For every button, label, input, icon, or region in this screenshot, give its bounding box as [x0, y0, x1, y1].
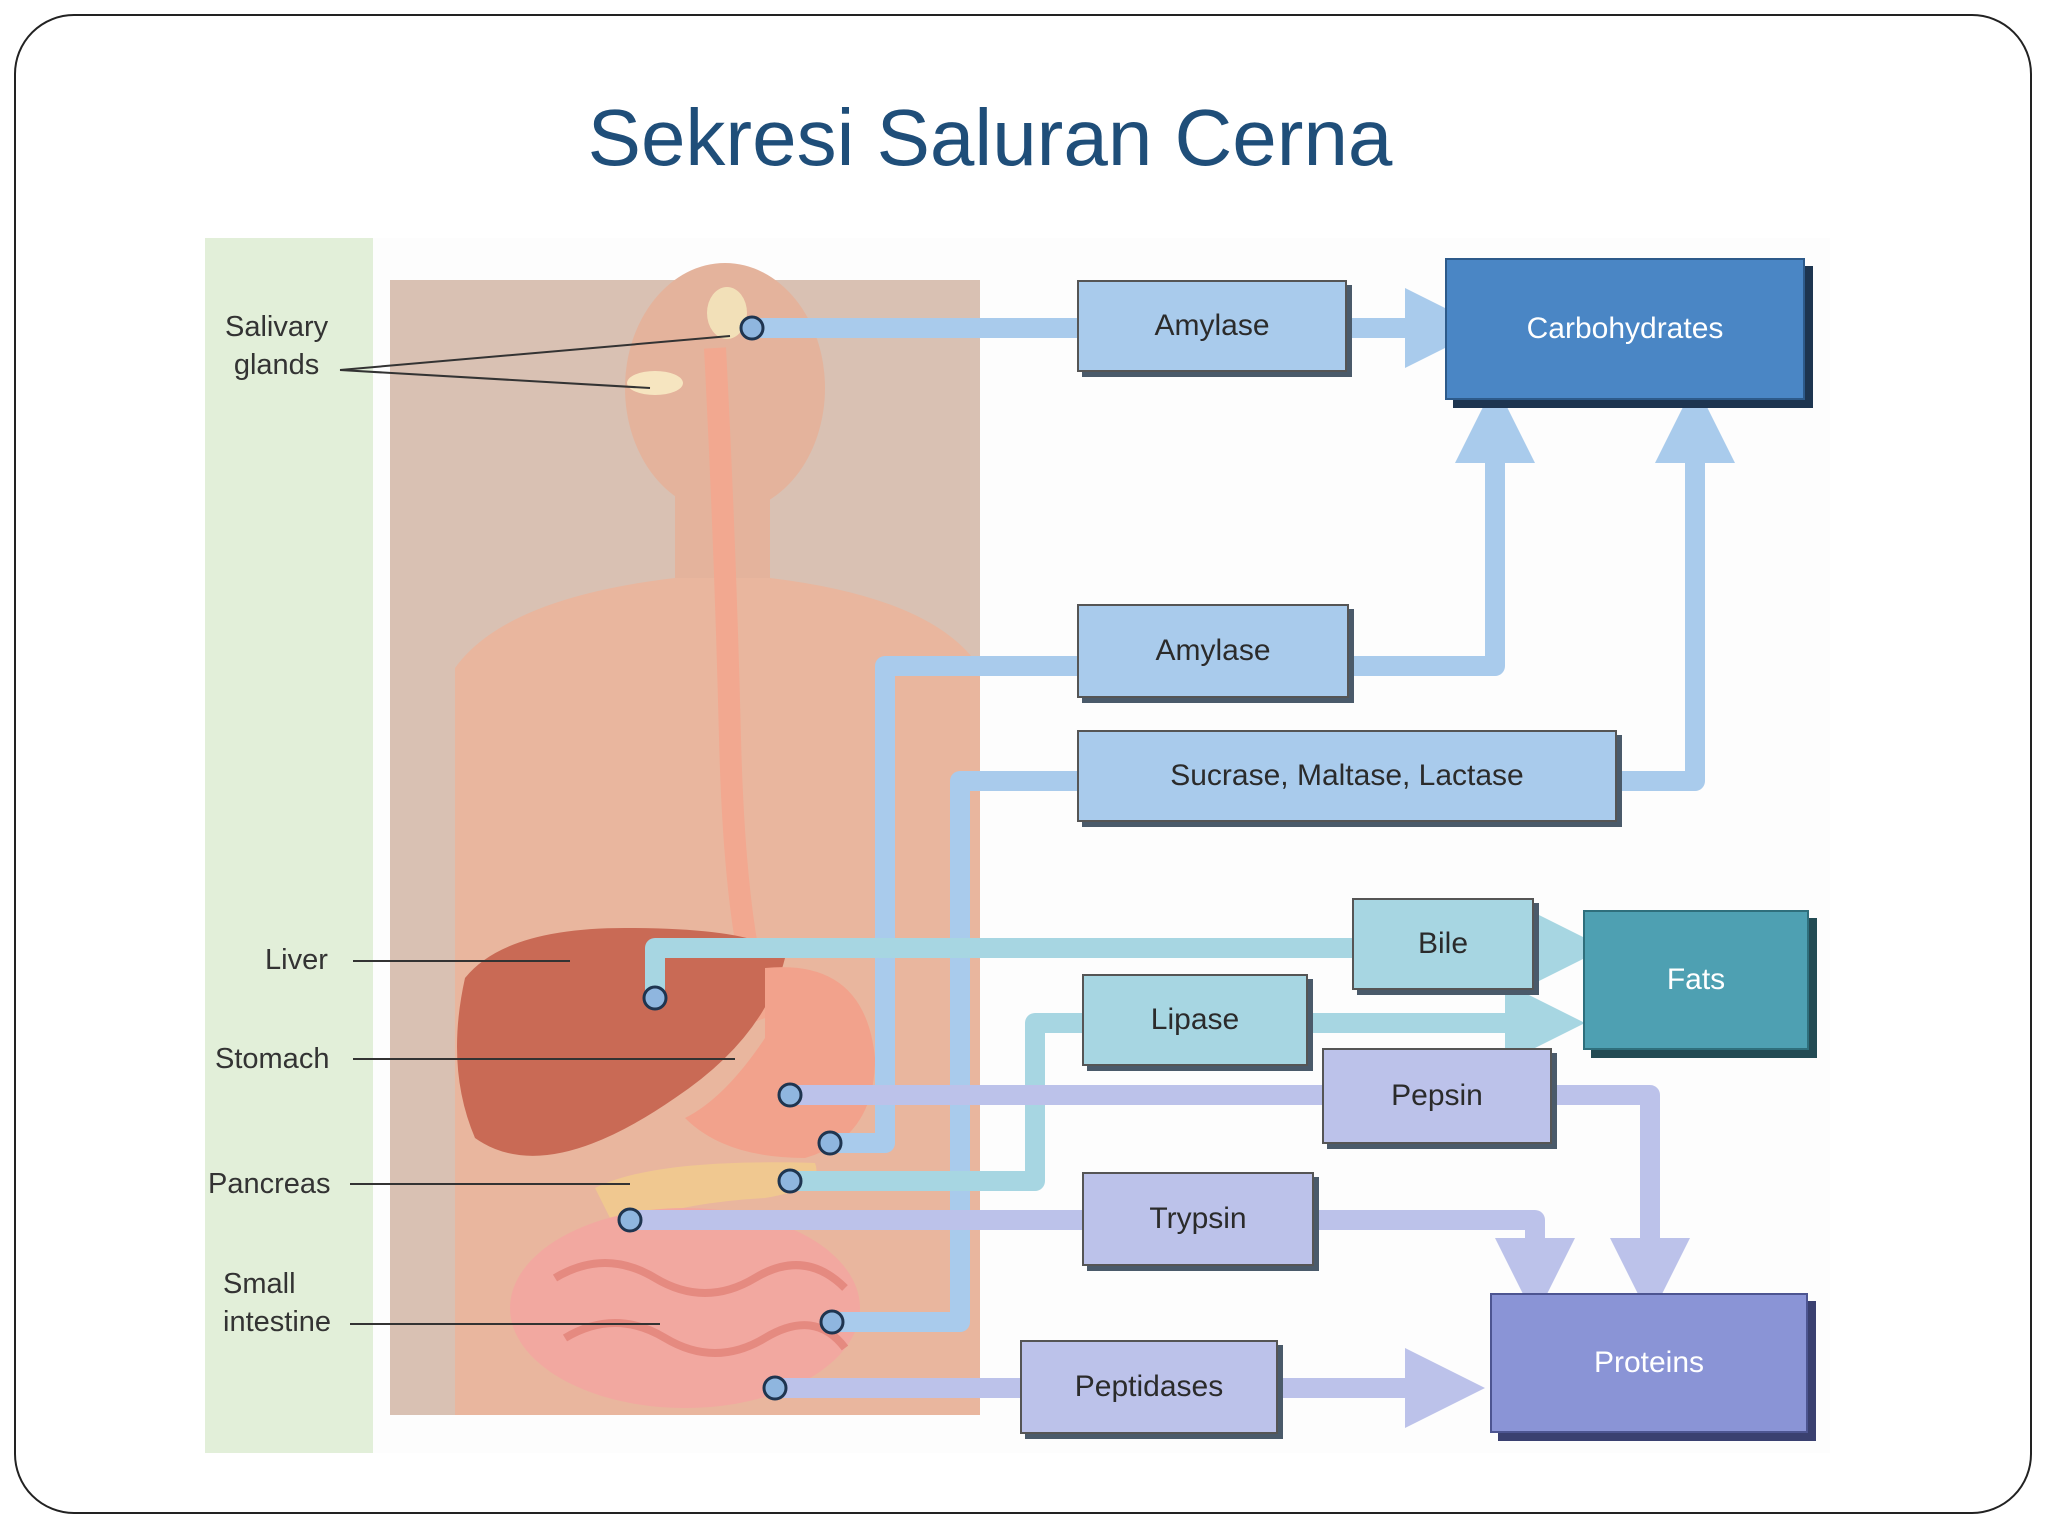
box-amylase-saliva: Amylase — [1077, 280, 1347, 372]
label-liver: Liver — [265, 944, 328, 976]
leader-lines — [339, 335, 735, 1325]
box-pepsin: Pepsin — [1322, 1048, 1552, 1144]
diagram-canvas — [205, 238, 1735, 1453]
source-pancreas-trypsin-icon — [617, 1207, 643, 1233]
box-sucrase-maltase-lactase: Sucrase, Maltase, Lactase — [1077, 730, 1617, 822]
box-carbohydrates: Carbohydrates — [1445, 258, 1805, 400]
source-salivary-icon — [739, 315, 765, 341]
slide-title: Sekresi Saluran Cerna — [587, 93, 1393, 182]
source-pancreas-amylase-icon — [817, 1130, 843, 1156]
box-trypsin: Trypsin — [1082, 1172, 1314, 1266]
source-stomach-icon — [777, 1082, 803, 1108]
box-fats: Fats — [1583, 910, 1809, 1050]
source-circles — [617, 315, 845, 1401]
digestive-diagram: Salivary glands Liver Stomach Pancreas S… — [205, 238, 1830, 1453]
box-lipase: Lipase — [1082, 974, 1308, 1066]
box-proteins: Proteins — [1490, 1293, 1808, 1433]
label-salivary-glands: Salivary glands — [225, 311, 329, 381]
label-stomach: Stomach — [215, 1043, 330, 1075]
source-intestine-sucrase-icon — [819, 1309, 845, 1335]
source-pancreas-lipase-icon — [777, 1168, 803, 1194]
label-strip — [205, 238, 373, 1453]
box-peptidases: Peptidases — [1020, 1340, 1278, 1434]
source-intestine-peptidase-icon — [762, 1375, 788, 1401]
label-pancreas: Pancreas — [208, 1168, 331, 1200]
label-small-intestine: Small intestine — [223, 1268, 332, 1338]
box-bile: Bile — [1352, 898, 1534, 990]
source-liver-icon — [642, 985, 668, 1011]
box-amylase-pancreas: Amylase — [1077, 604, 1349, 698]
